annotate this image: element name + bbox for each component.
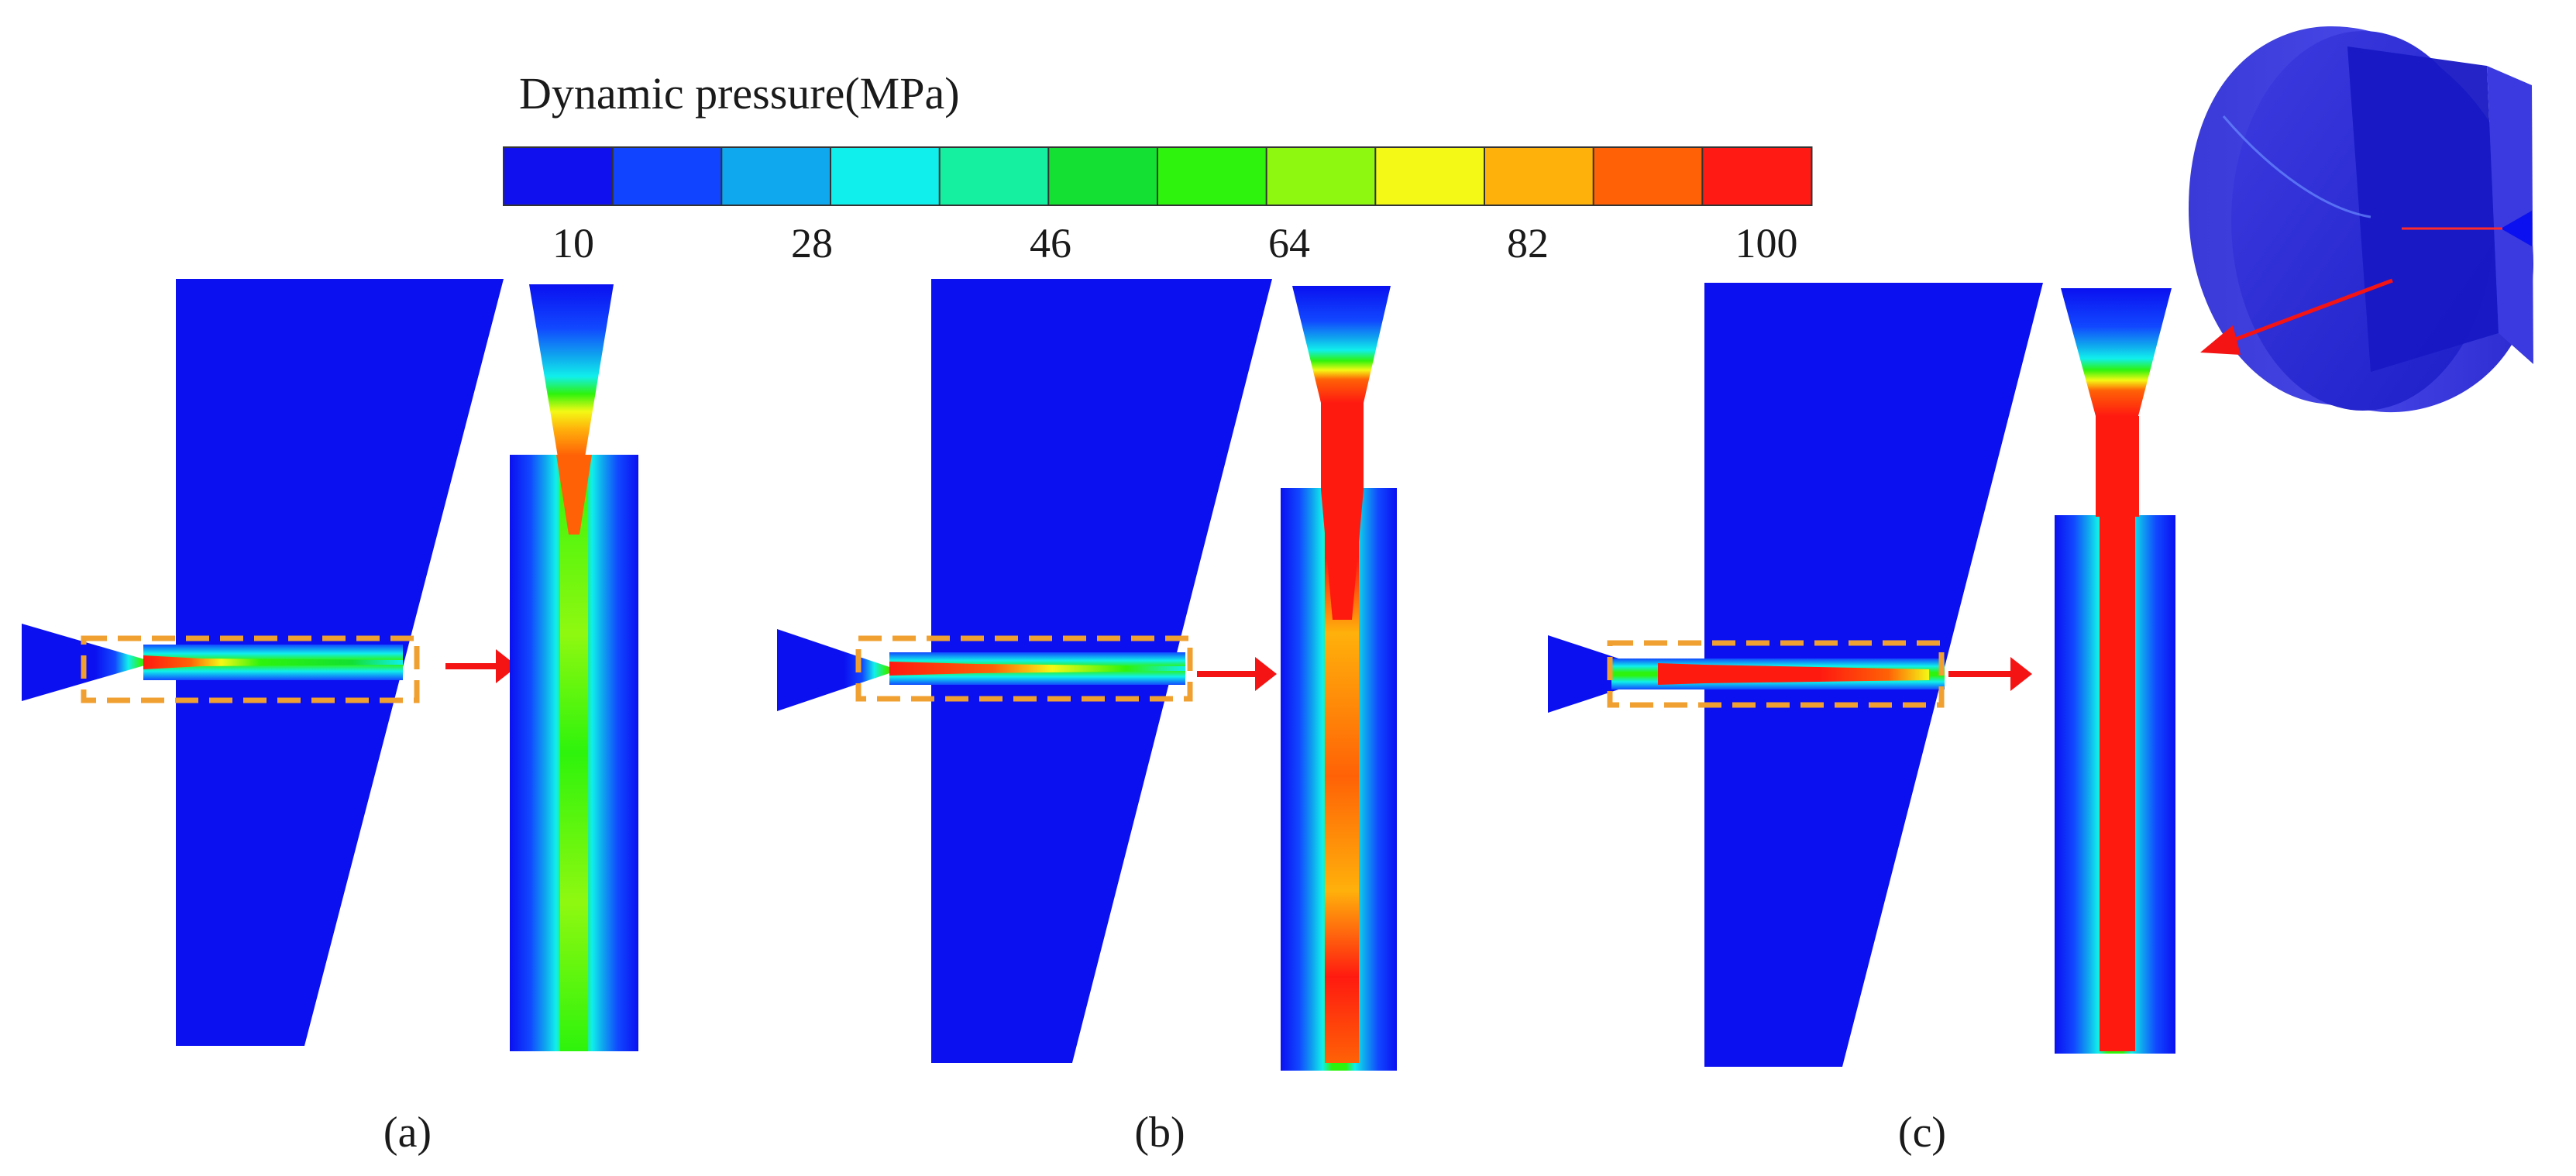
legend-tick-label: 82 — [1507, 220, 1549, 266]
panel-label-b: (b) — [1134, 1109, 1185, 1157]
jet-core-a — [143, 655, 403, 669]
legend-swatch — [830, 146, 941, 206]
zoom-arrow-head-a — [496, 649, 518, 683]
highlight-box-c — [1607, 640, 1945, 708]
highlight-box-a — [81, 635, 420, 703]
jet-core-b — [889, 662, 1185, 676]
nozzle-cone-a — [22, 624, 155, 701]
legend-swatch — [1157, 146, 1268, 206]
legend-swatch — [1701, 146, 1813, 206]
disk-3d-model — [2189, 26, 2533, 413]
jet-column-neck-b — [1321, 403, 1364, 490]
legend-tick-label: 100 — [1735, 220, 1798, 266]
panel-label-c: (c) — [1898, 1109, 1946, 1157]
legend-swatch — [1047, 146, 1159, 206]
zoom-arrow-head-b — [1255, 657, 1277, 691]
panel-label-a: (a) — [383, 1109, 432, 1157]
legend-title: Dynamic pressure(MPa) — [519, 68, 960, 119]
legend-tick-label: 10 — [552, 220, 594, 266]
inlet-cone-a — [529, 284, 614, 504]
legend-swatch — [611, 146, 723, 206]
color-legend: Dynamic pressure(MPa) 10 28 46 64 82 100 — [503, 68, 1813, 266]
legend-colorbar — [503, 146, 1813, 206]
legend-swatch — [1265, 146, 1377, 206]
legend-swatch — [1592, 146, 1704, 206]
inlet-cone-c — [2061, 288, 2172, 416]
legend-swatch — [1374, 146, 1486, 206]
disk-callout-arrow — [2230, 278, 2393, 343]
jet-column-neck-c — [2096, 416, 2139, 517]
legend-tick-label: 46 — [1030, 220, 1071, 266]
disk-cut-edge — [2487, 66, 2533, 364]
legend-swatch — [938, 146, 1050, 206]
highlight-box-b — [855, 635, 1193, 702]
inlet-cone-b — [1292, 286, 1391, 403]
panel-a: (a) — [22, 279, 638, 1157]
legend-tick-label: 64 — [1268, 220, 1310, 266]
legend-tick-label: 28 — [791, 220, 833, 266]
nozzle-cone-b — [777, 629, 899, 711]
disk-callout-arrow-head — [2200, 325, 2241, 355]
jet-column-plume-a — [556, 455, 592, 535]
disk-cut-wedge — [2347, 46, 2499, 372]
panel-c: (c) — [1548, 283, 2175, 1157]
disk-highlight — [2222, 115, 2371, 218]
disk-nozzle-tip — [2501, 211, 2532, 246]
zoom-arrow-head-c — [2010, 657, 2032, 691]
jet-column-core-c — [2100, 517, 2135, 1051]
jet-column-core-a — [560, 455, 588, 1051]
legend-swatch — [721, 146, 832, 206]
panel-b: (b) — [777, 279, 1397, 1157]
legend-swatch — [1484, 146, 1595, 206]
jet-core-c — [1658, 663, 1929, 685]
legend-swatch — [503, 146, 614, 206]
legend-tick-labels: 10 28 46 64 82 100 — [552, 220, 1798, 266]
nozzle-cone-c — [1548, 635, 1666, 713]
jet-column-plume-b — [1321, 490, 1364, 620]
